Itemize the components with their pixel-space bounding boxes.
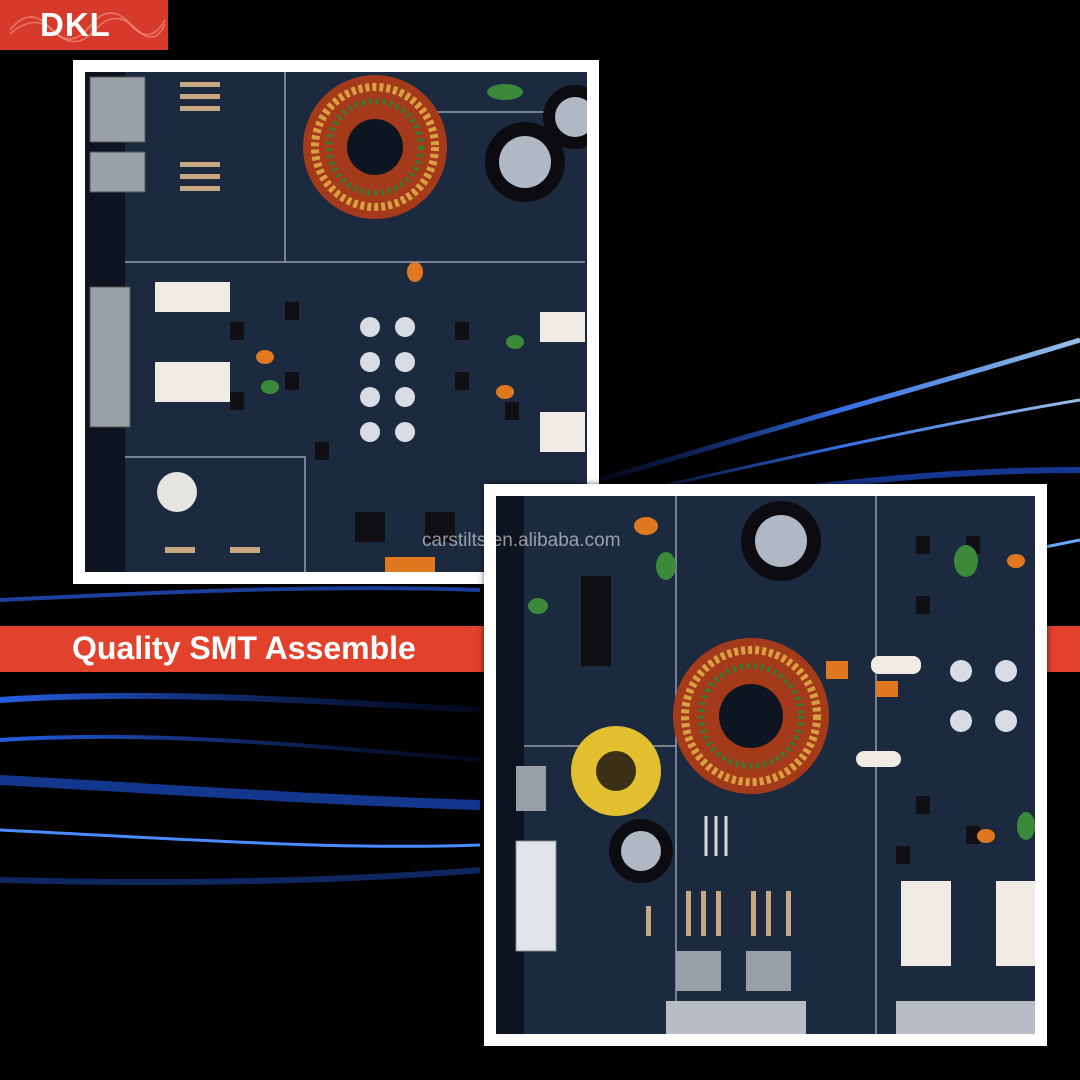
pcb-photo-top-left <box>73 60 599 584</box>
pcb-image <box>85 72 587 572</box>
brand-logo: DKL <box>0 0 168 50</box>
banner-title: Quality SMT Assemble <box>72 630 416 666</box>
watermark-text: carstilts.en.alibaba.com <box>422 530 621 551</box>
logo-wave-icon <box>9 12 166 43</box>
pcb-photo-bottom-right <box>484 484 1047 1046</box>
pcb-image <box>496 496 1035 1034</box>
logo-text: DKL <box>40 6 111 43</box>
